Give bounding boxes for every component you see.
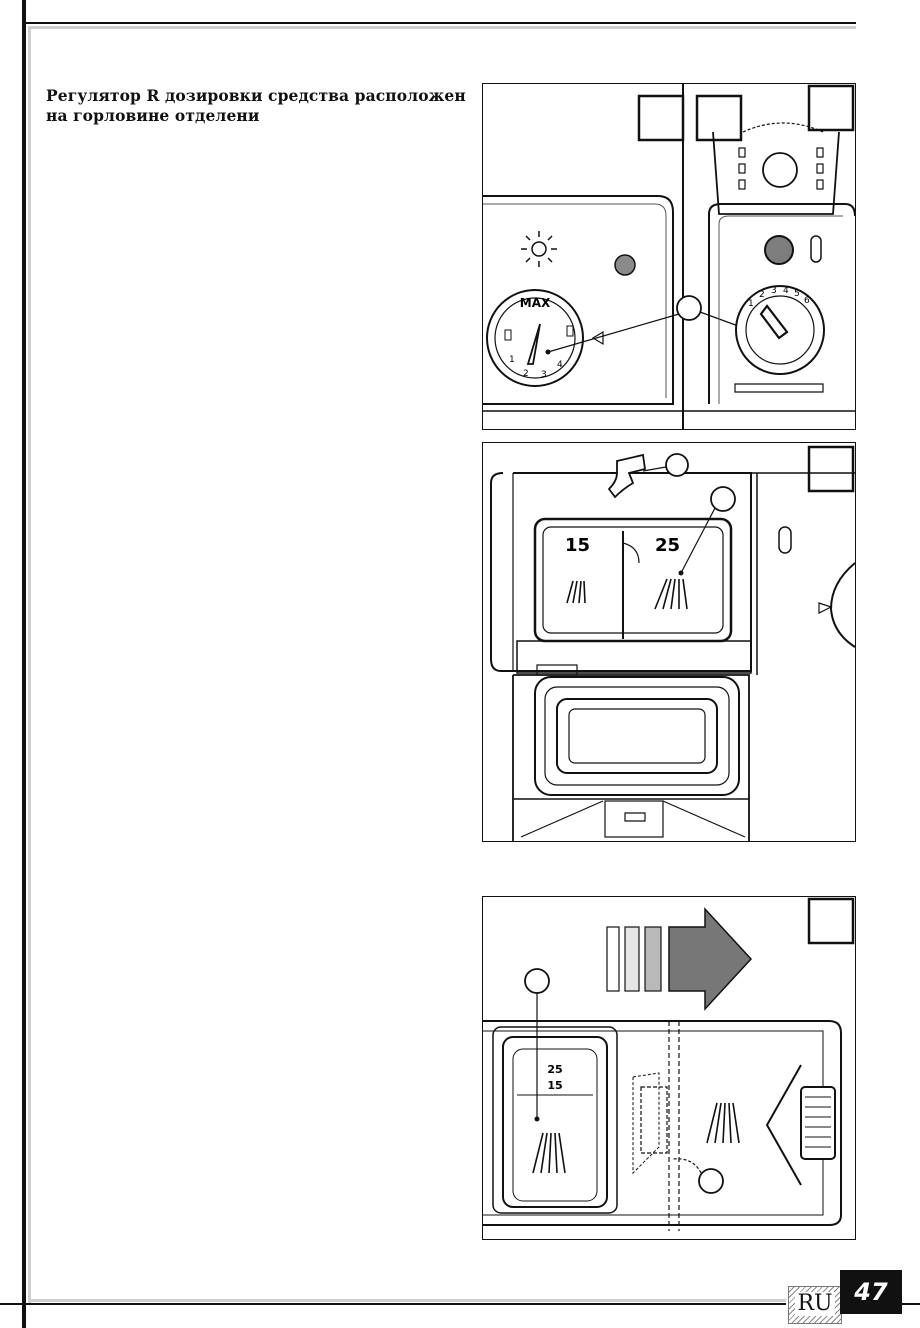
left-border-rule bbox=[22, 0, 26, 1328]
dial-left-num-3: 3 bbox=[541, 370, 547, 380]
dial-right-num-1: 1 bbox=[748, 299, 754, 309]
fig1-marker-box-c bbox=[809, 86, 853, 130]
dial-right-num-2: 2 bbox=[759, 290, 765, 300]
top-border-shadow bbox=[28, 26, 856, 29]
fig1-marker-box-a bbox=[639, 96, 683, 140]
dial-max-label: MAX bbox=[520, 296, 551, 310]
language-badge: RU bbox=[788, 1286, 842, 1324]
detergent-level-25-label: 25 bbox=[547, 1063, 562, 1076]
figure-rinse-aid-compartment: 15 25 bbox=[482, 442, 856, 842]
fig2-marker-box bbox=[809, 447, 853, 491]
bottom-border-shadow bbox=[28, 1299, 786, 1302]
dial-left-num-4: 4 bbox=[557, 360, 563, 370]
dial-left-num-2: 2 bbox=[523, 369, 529, 379]
top-border-rule bbox=[22, 22, 856, 24]
fig3-callout-circle-a bbox=[525, 969, 549, 993]
fig1-callout-circle bbox=[677, 296, 701, 320]
slide-direction-arrow-icon bbox=[607, 909, 751, 1009]
dial-right-num-4: 4 bbox=[783, 286, 789, 296]
rinse-drop-icon-small bbox=[567, 581, 585, 603]
left-dosage-dial: MAX 1 2 3 4 bbox=[487, 290, 603, 386]
detergent-icon-center bbox=[707, 1103, 739, 1143]
rinse-level-25-label: 25 bbox=[655, 535, 680, 556]
fig2-callout-circle-b bbox=[711, 487, 735, 511]
fig1-marker-box-b bbox=[697, 96, 741, 140]
instruction-paragraph: Регулятор R дозировки средства расположе… bbox=[46, 86, 466, 126]
right-dosage-dial: 1 2 3 4 5 6 bbox=[736, 286, 824, 374]
dial-right-num-6: 6 bbox=[804, 296, 810, 306]
fig3-callout-circle-b bbox=[699, 1169, 723, 1193]
detergent-level-15-label: 15 bbox=[547, 1079, 562, 1092]
rinse-drop-icon-large bbox=[655, 579, 687, 609]
dial-left-num-1: 1 bbox=[509, 355, 515, 365]
sun-icon bbox=[521, 231, 557, 267]
left-border-shadow bbox=[28, 28, 31, 1304]
bottom-border-rule-right bbox=[900, 1303, 920, 1305]
indicator-lamp-icon bbox=[615, 255, 635, 275]
right-indicator-lamp-icon bbox=[765, 236, 793, 264]
language-code: RU bbox=[795, 1292, 835, 1316]
fig3-marker-box bbox=[809, 899, 853, 943]
bottom-border-rule bbox=[0, 1303, 786, 1305]
figure-detergent-compartment: 25 15 bbox=[482, 896, 856, 1240]
detergent-lid-latch bbox=[801, 1087, 835, 1159]
rinse-level-15-label: 15 bbox=[565, 535, 590, 556]
fig2-callout-circle-a bbox=[666, 454, 688, 476]
dial-right-num-3: 3 bbox=[771, 286, 777, 296]
page-number: 47 bbox=[840, 1270, 902, 1314]
detergent-icon-left bbox=[533, 1133, 565, 1173]
dial-right-num-5: 5 bbox=[794, 289, 800, 299]
figure-dosage-dials: MAX 1 2 3 4 1 2 3 4 bbox=[482, 83, 856, 430]
